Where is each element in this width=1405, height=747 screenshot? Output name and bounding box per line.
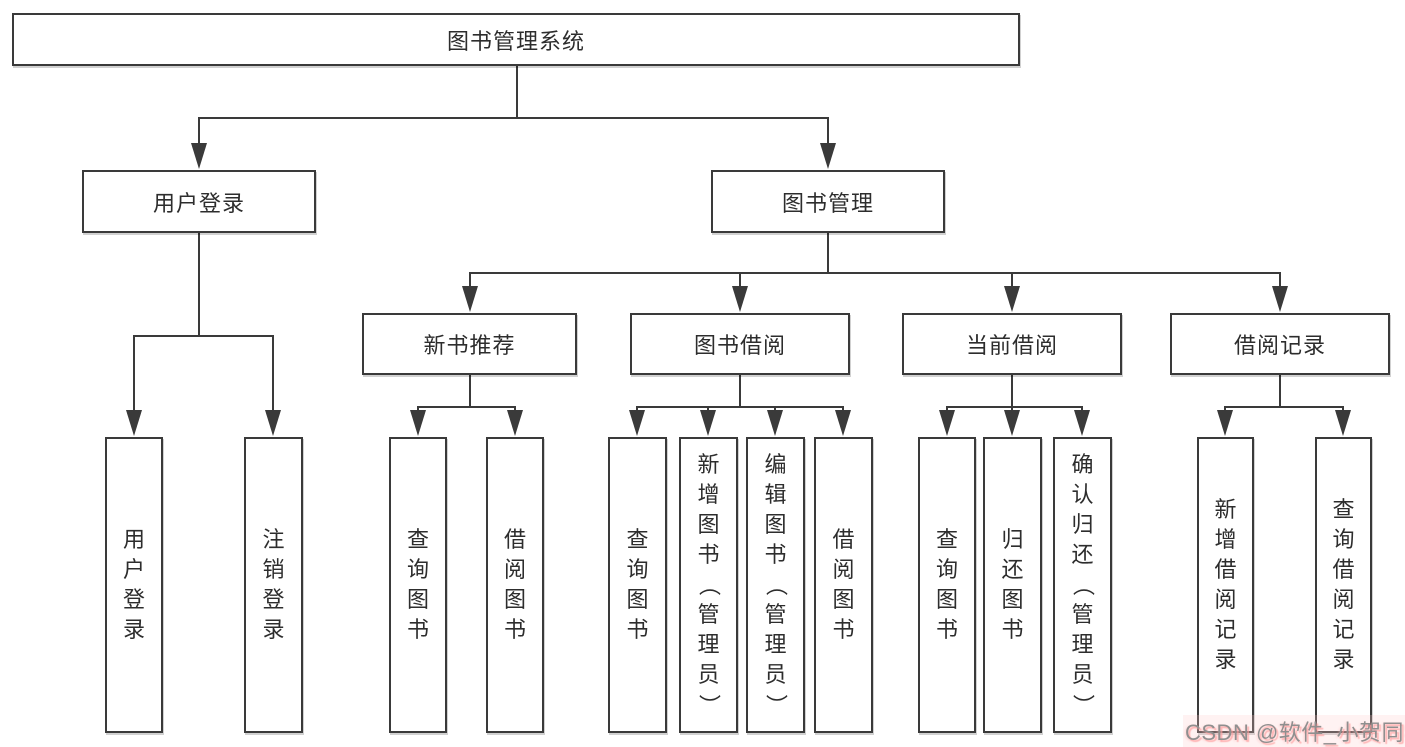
leaf-add-books-admin: 新增图书（管理员） bbox=[679, 437, 738, 733]
leaf-query-books-current: 查询图书 bbox=[918, 437, 976, 733]
node-new-book-recommend: 新书推荐 bbox=[362, 313, 577, 375]
node-book-borrow: 图书借阅 bbox=[630, 313, 850, 375]
node-current-borrow: 当前借阅 bbox=[902, 313, 1122, 375]
leaf-borrow-books: 借阅图书 bbox=[814, 437, 873, 733]
leaf-edit-books-admin: 编辑图书（管理员） bbox=[746, 437, 805, 733]
leaf-return-books: 归还图书 bbox=[983, 437, 1042, 733]
node-book-management: 图书管理 bbox=[711, 170, 945, 233]
csdn-watermark: CSDN @软件_小贺同学 bbox=[1183, 715, 1405, 747]
leaf-query-borrow-record: 查询借阅记录 bbox=[1315, 437, 1372, 733]
leaf-query-books-borrow: 查询图书 bbox=[608, 437, 667, 733]
leaf-logout: 注销登录 bbox=[244, 437, 303, 733]
leaf-user-login: 用户登录 bbox=[105, 437, 163, 733]
leaf-borrow-books-recommend: 借阅图书 bbox=[486, 437, 544, 733]
node-borrow-records: 借阅记录 bbox=[1170, 313, 1390, 375]
leaf-confirm-return-admin: 确认归还（管理员） bbox=[1053, 437, 1112, 733]
leaf-add-borrow-record: 新增借阅记录 bbox=[1197, 437, 1254, 733]
node-library-system-root: 图书管理系统 bbox=[12, 13, 1020, 66]
node-user-login: 用户登录 bbox=[82, 170, 316, 233]
leaf-query-books-recommend: 查询图书 bbox=[389, 437, 447, 733]
